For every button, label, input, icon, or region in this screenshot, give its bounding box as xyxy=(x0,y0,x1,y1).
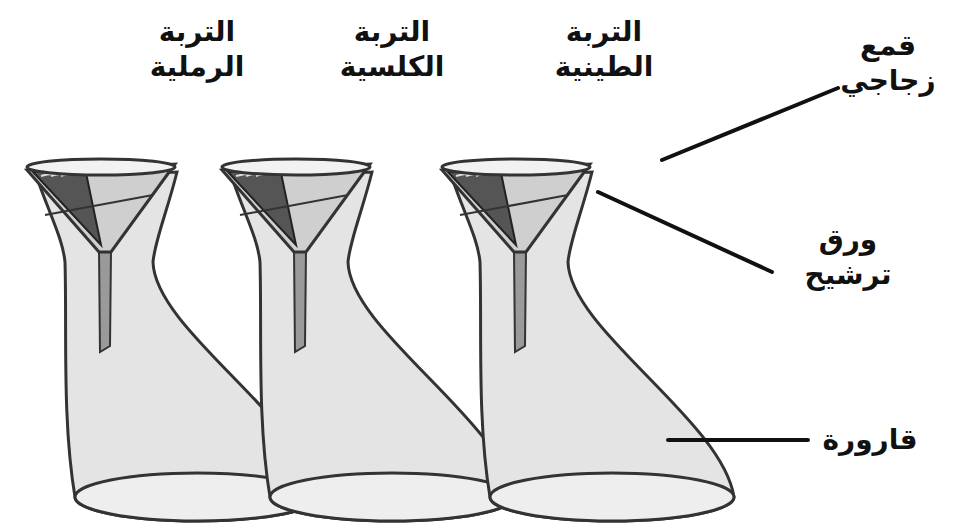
funnel-rim xyxy=(222,159,370,175)
flask-base xyxy=(270,473,514,521)
leader-line xyxy=(662,88,838,160)
funnel-cone xyxy=(222,164,370,252)
callout-label: قارورة xyxy=(822,422,917,457)
leader-lines xyxy=(598,88,838,440)
funnel-rim xyxy=(27,159,175,175)
leader-line xyxy=(668,438,808,442)
funnel-cone xyxy=(27,164,175,252)
flask xyxy=(442,159,734,521)
filter-edge xyxy=(45,195,153,215)
funnel-stem xyxy=(294,250,306,352)
callout-label: قمع زجاجي xyxy=(840,28,935,98)
filter-edge xyxy=(240,195,348,215)
funnel-rim xyxy=(442,159,590,175)
callout-label: ورق ترشيح xyxy=(804,222,891,292)
soil-label: التربة الكلسية xyxy=(340,14,445,84)
funnel-stem xyxy=(99,250,111,352)
funnel-stem xyxy=(514,250,526,352)
filter-edge xyxy=(460,195,568,215)
funnel-cone xyxy=(442,164,590,252)
leader-line xyxy=(598,192,772,272)
soil-label: التربة الرملية xyxy=(150,14,245,84)
flasks xyxy=(27,159,734,521)
flask-base xyxy=(490,473,734,521)
soil-label: التربة الطينية xyxy=(555,14,654,84)
